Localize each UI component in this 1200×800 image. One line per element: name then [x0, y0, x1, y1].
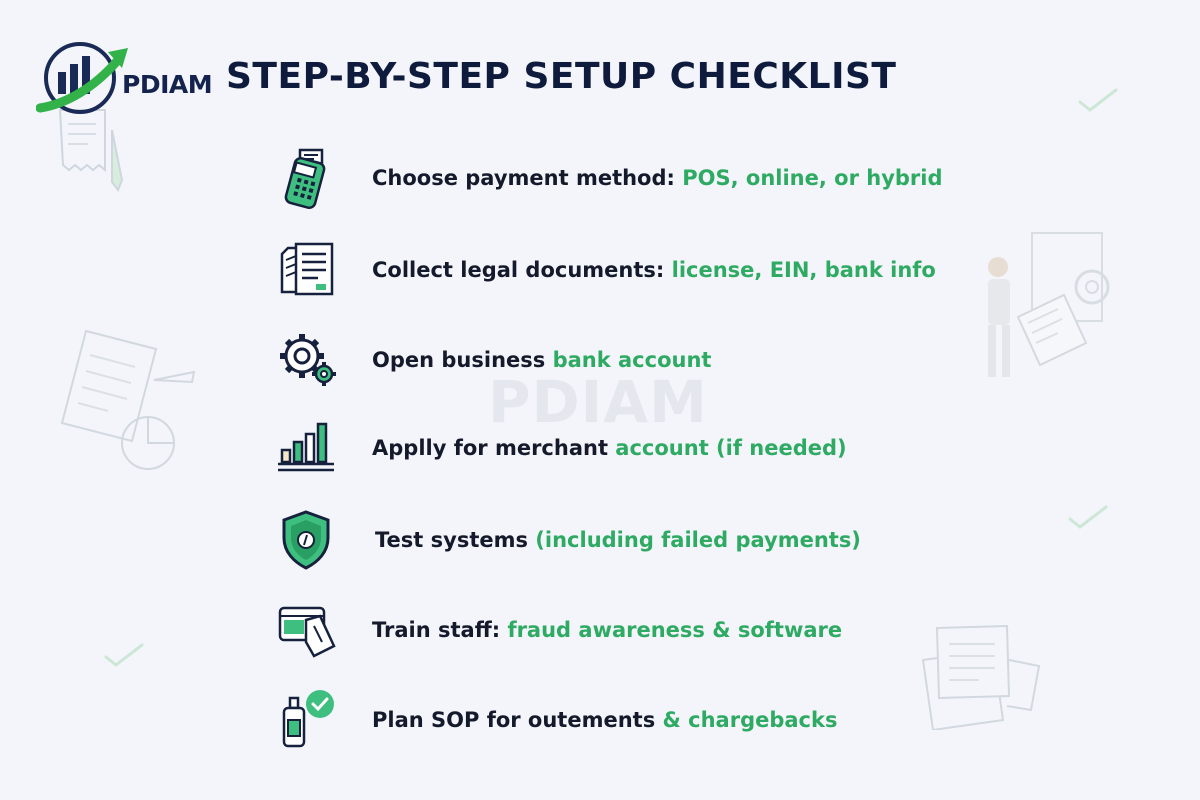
bar-chart-icon: [278, 422, 334, 472]
step-highlight: account (if needed): [615, 436, 847, 460]
page-title: STEP-BY-STEP SETUP CHECKLIST: [226, 56, 897, 97]
step-lead: Choose payment method:: [372, 166, 675, 190]
training-card-icon: [278, 606, 336, 658]
step-highlight: & chargebacks: [662, 708, 838, 732]
check-mark-icon: [104, 643, 144, 667]
brand-name: PDIAM: [122, 70, 213, 99]
step-lead: Train staff:: [372, 618, 501, 642]
step-highlight: bank account: [552, 348, 712, 372]
check-mark-icon: [1078, 88, 1118, 112]
checklist-item-train-staff: Train staff: fraud awareness & software: [276, 598, 1036, 662]
paper-stack-illustration: [921, 624, 1041, 730]
card-terminal-icon: [284, 148, 326, 210]
checklist-item-test-systems: Test systems (including failed payments): [276, 508, 1036, 572]
watermark: PDIAM: [488, 368, 708, 436]
step-highlight: fraud awareness & software: [507, 618, 843, 642]
checklist-item-bank-account: Open business bank account: [276, 328, 1036, 392]
document-chart-illustration: [60, 329, 196, 470]
person-documents-illustration: [988, 232, 1110, 377]
checklist-item-legal-documents: Collect legal documents: license, EIN, b…: [276, 238, 1036, 302]
growth-chart-logo-icon: [36, 42, 128, 114]
checklist-item-merchant-account: Applly for merchant account (if needed): [276, 416, 1036, 480]
brand-logo: PDIAM: [36, 38, 226, 116]
step-highlight: POS, online, or hybrid: [682, 166, 943, 190]
step-lead: Open business: [372, 348, 546, 372]
receipt-pen-illustration: [58, 109, 124, 193]
gears-icon: [280, 334, 336, 386]
step-highlight: license, EIN, bank info: [671, 258, 936, 282]
checklist-item-payment-method: Choose payment method: POS, online, or h…: [276, 146, 1036, 210]
documents-icon: [280, 242, 334, 296]
step-lead: Applly for merchant: [372, 436, 608, 460]
checklist-item-sop-chargebacks: Plan SOP for outements & chargebacks: [276, 688, 1036, 752]
step-highlight: (including failed payments): [535, 528, 861, 552]
sop-bottle-check-icon: [282, 690, 334, 748]
check-mark-icon: [1068, 505, 1108, 529]
step-lead: Test systems: [375, 528, 528, 552]
shield-icon: [282, 510, 330, 570]
step-lead: Plan SOP for outements: [372, 708, 656, 732]
step-lead: Collect legal documents:: [372, 258, 665, 282]
